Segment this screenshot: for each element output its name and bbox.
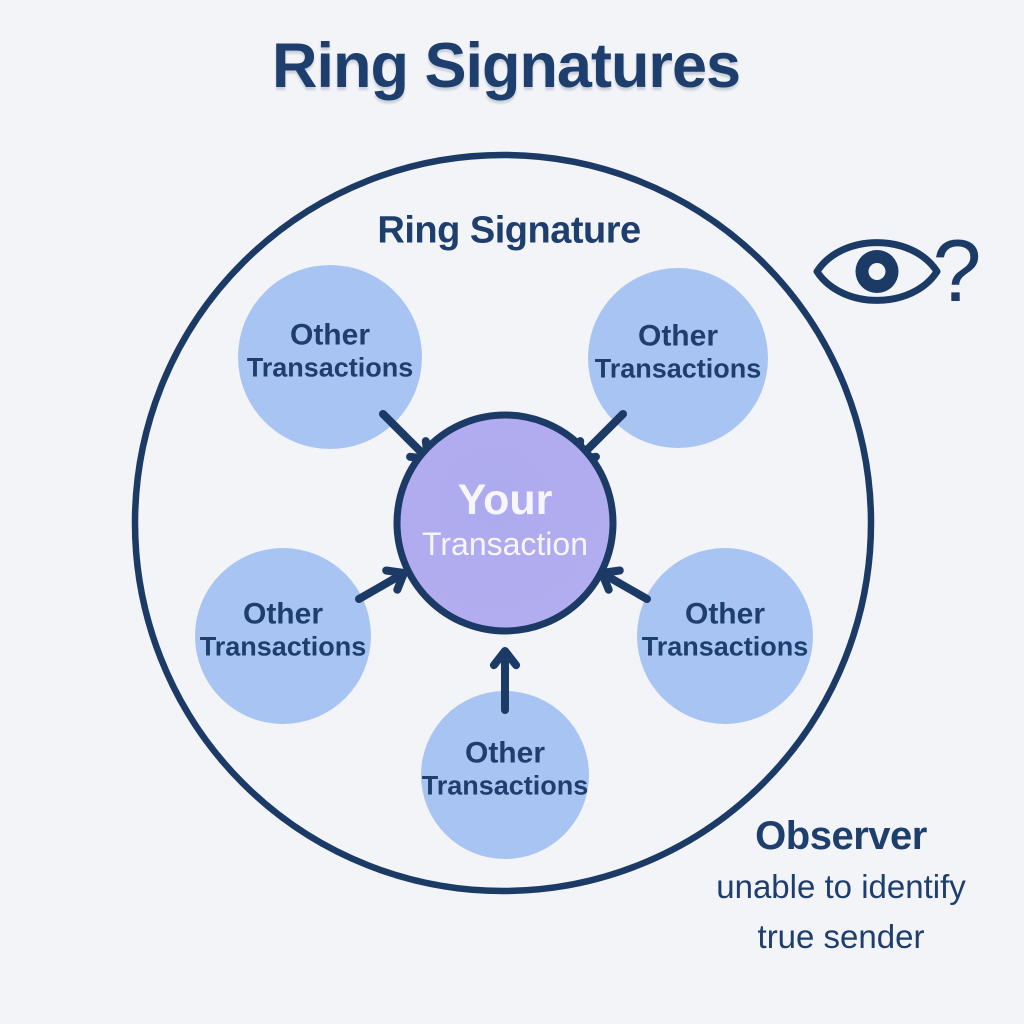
other-transactions-line2: Transactions (594, 353, 762, 384)
your-transaction-circle (393, 411, 617, 635)
question-mark-glyph: ? (932, 221, 982, 320)
ring-boundary-circle (131, 151, 875, 895)
page-title: Ring Signatures (271, 31, 741, 101)
observer-caption-line2: unable to identify (716, 868, 966, 905)
eye-icon (813, 239, 941, 304)
observer-caption-line3: true sender (757, 918, 925, 955)
your-transaction-label: Your Transaction (422, 476, 588, 564)
other-transaction-circle-top-left (238, 265, 422, 449)
your-transaction-line1: Your (457, 476, 553, 524)
other-transaction-circle-top-right (588, 268, 768, 448)
other-transactions-line1: Other (289, 318, 370, 352)
observer-caption-line1: Observer (755, 814, 927, 858)
other-transaction-circle-left (195, 548, 371, 724)
your-transaction-line2: Transaction (422, 526, 588, 562)
other-transactions-label-right: Other Transactions (642, 598, 809, 663)
other-transactions-label-top-right: Other Transactions (595, 320, 762, 385)
other-transactions-line1: Other (684, 597, 765, 631)
other-transactions-label-bottom: Other Transactions (422, 737, 589, 802)
other-transactions-line1: Other (637, 319, 718, 353)
other-transactions-line2: Transactions (421, 770, 589, 801)
other-transactions-line1: Other (242, 597, 323, 631)
other-transactions-line2: Transactions (246, 352, 414, 383)
arrow-right (598, 566, 651, 603)
other-transactions-label-left: Other Transactions (200, 598, 367, 663)
other-transaction-circle-right (637, 548, 813, 724)
other-transactions-line2: Transactions (641, 631, 809, 662)
other-transactions-label-top-left: Other Transactions (247, 319, 414, 384)
other-transactions-line2: Transactions (199, 631, 367, 662)
other-transactions-line1: Other (464, 736, 545, 770)
other-transaction-circle-bottom (421, 691, 589, 859)
arrow-bottom (489, 647, 521, 714)
ring-signature-label: Ring Signature (377, 209, 641, 252)
arrow-left (355, 566, 408, 603)
observer-caption: Observer unable to identify true sender (716, 810, 966, 962)
